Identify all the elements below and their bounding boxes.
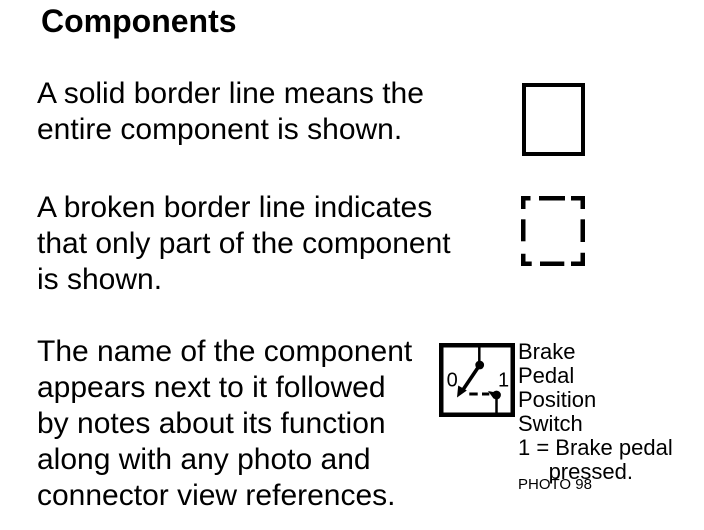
broken-border-box-icon [521,196,585,266]
solid-border-description: A solid border line means the entire com… [37,77,424,146]
page-title: Components [41,3,237,39]
broken-border-description: A broken border line indicates that only… [37,191,451,296]
photo-reference: PHOTO 98 [518,476,592,493]
component-name-description: The name of the component appears next t… [37,335,413,512]
switch-lever-arrowhead [457,385,467,398]
solid-border-box-icon [522,83,585,156]
dash-corner-top-right [571,196,585,209]
dash-corner-bottom-left [521,253,532,266]
switch-position-0-label: 0 [447,370,458,392]
switch-position-1-label: 1 [498,370,509,392]
switch-symbol: 0 1 [439,343,515,417]
component-name-label: Brake Pedal Position Switch 1 = Brake pe… [518,339,673,484]
dash-corner-bottom-right [571,252,585,266]
dash-corner-top-left [521,196,531,209]
switch-border [439,343,515,417]
switch-lever [462,363,482,391]
